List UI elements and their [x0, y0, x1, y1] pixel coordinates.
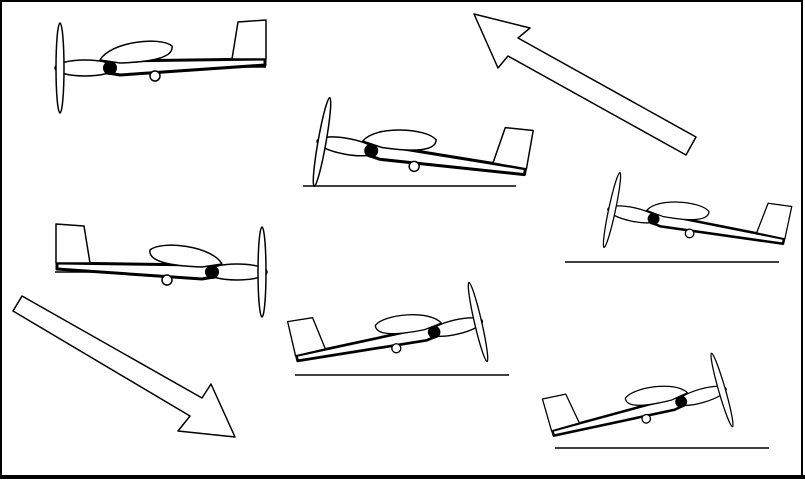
airplane-5 [286, 277, 493, 405]
airplane-4 [54, 222, 269, 319]
airplane-3 [598, 167, 794, 286]
airplane-1 [53, 18, 268, 115]
arrow-down-right [12, 295, 236, 438]
arrow-up-left [473, 13, 697, 156]
airplane-2 [307, 92, 535, 224]
airplane-6 [541, 348, 738, 477]
